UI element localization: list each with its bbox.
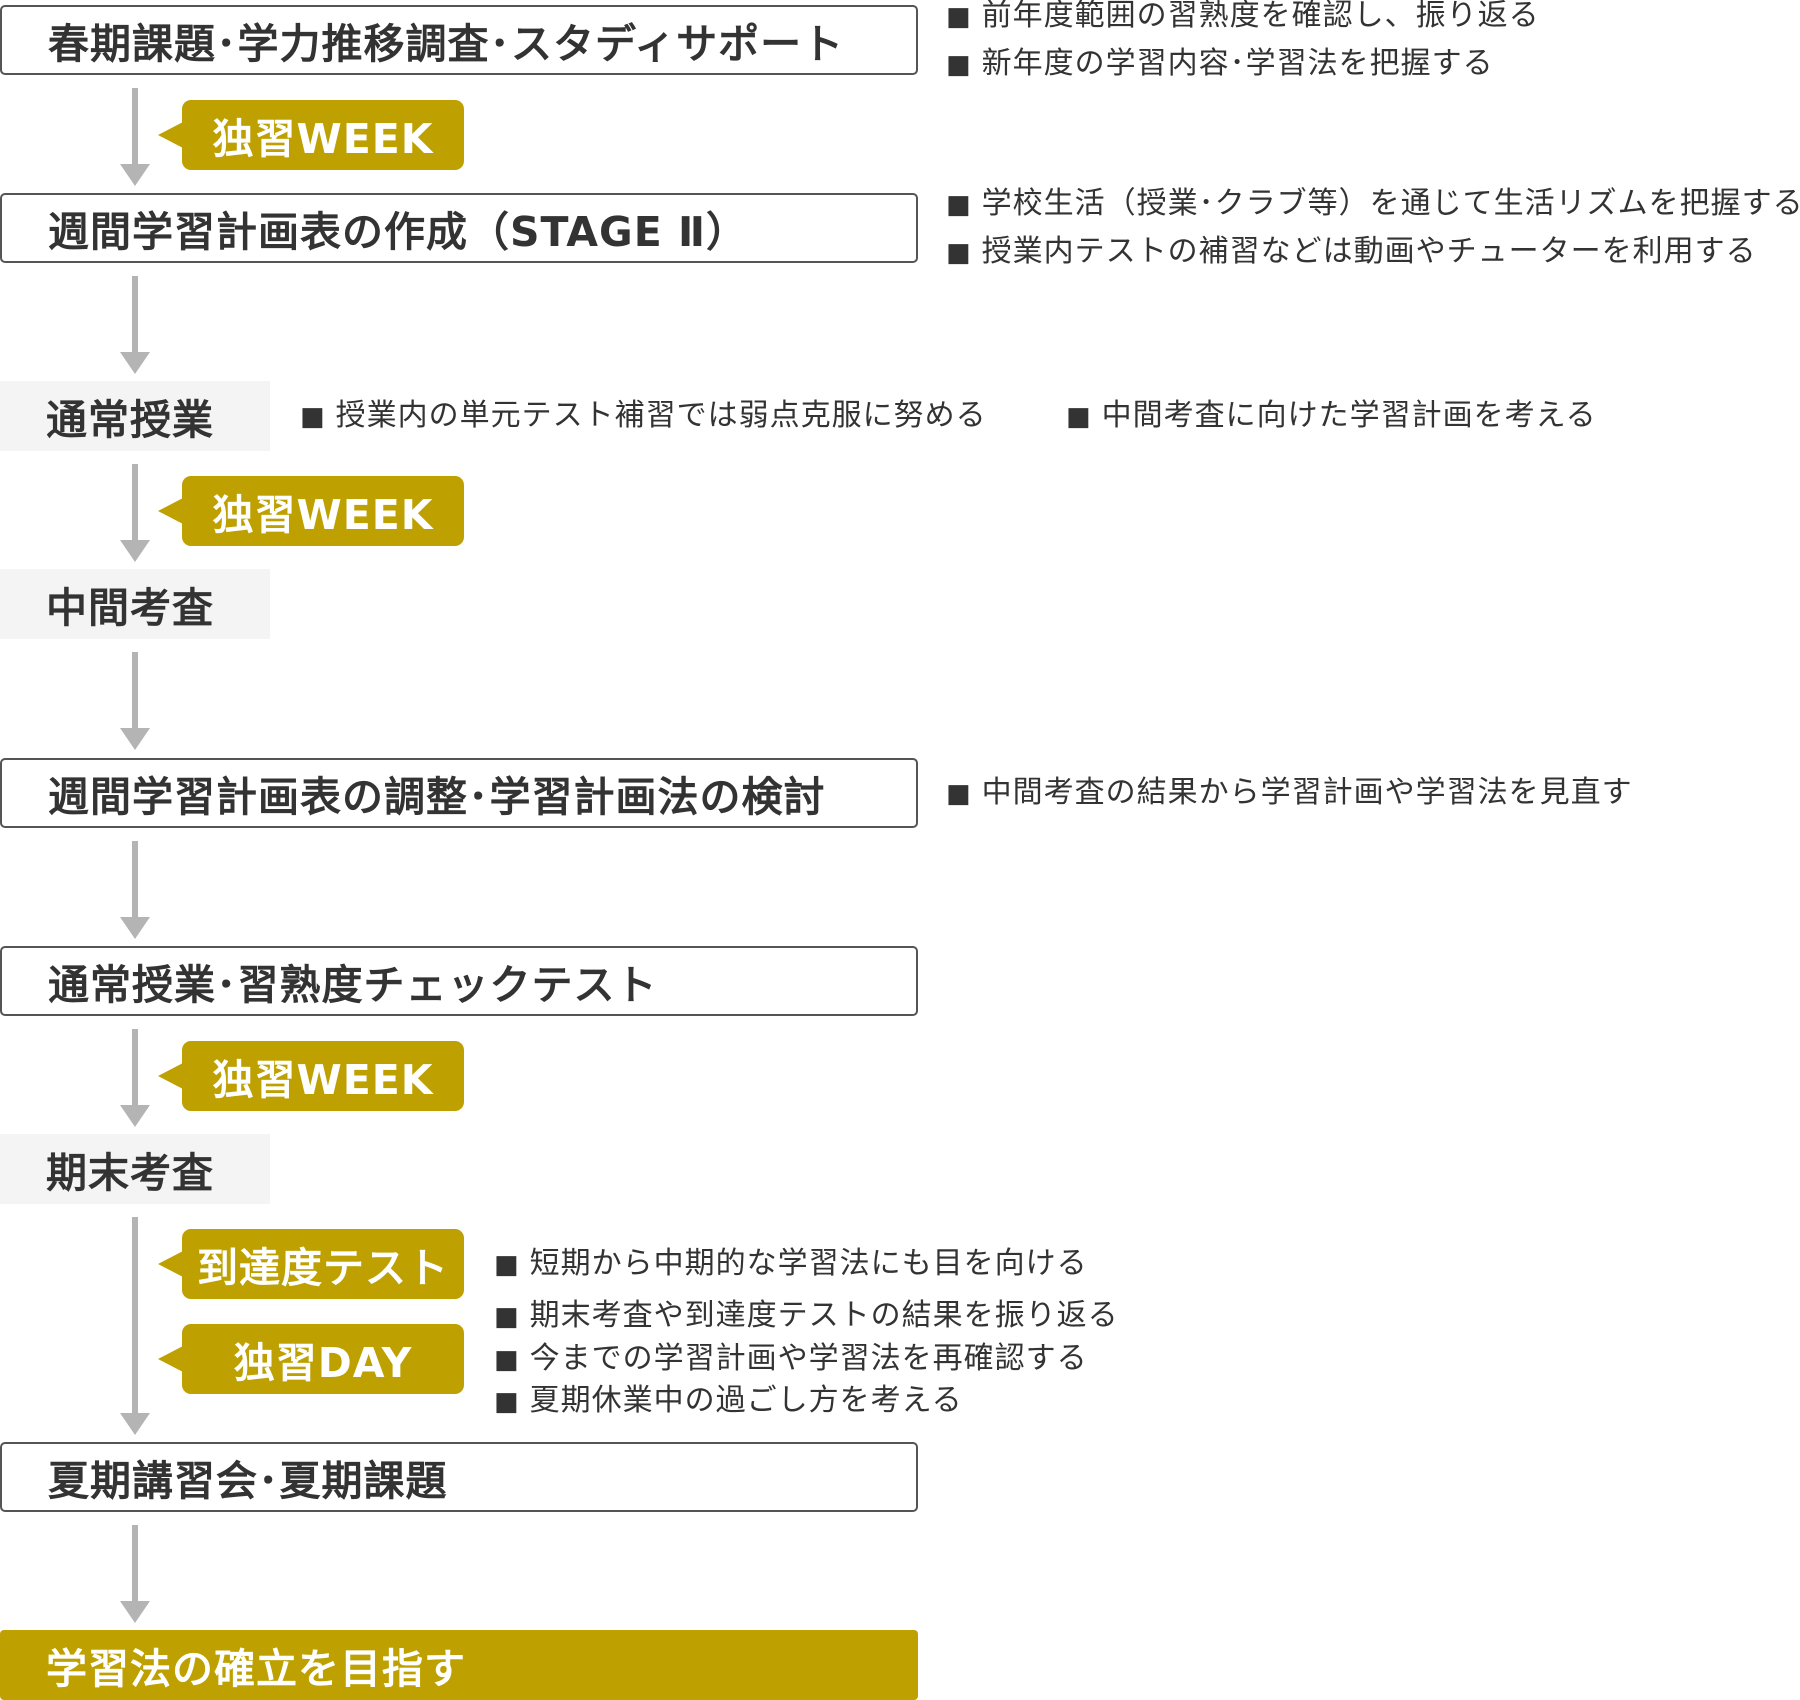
bullet-square: ■ — [946, 779, 972, 809]
bullet-square: ■ — [494, 1302, 520, 1332]
note-plan-1: ■ 学校生活（授業･クラブ等）を通じて生活リズムを把握する — [946, 181, 1800, 228]
bullet-square: ■ — [494, 1387, 520, 1417]
note-text: 授業内の単元テスト補習では弱点克服に努める — [335, 398, 987, 433]
step-midterm-exam: 中間考査 — [0, 569, 270, 639]
bullet-square: ■ — [946, 2, 972, 32]
arrow-down — [120, 88, 150, 186]
arrow-down — [120, 1525, 150, 1623]
step-regular-classes-check-test: 通常授業･習熟度チェックテスト — [0, 946, 918, 1016]
tag-self-study-week: 独習WEEK — [158, 1041, 464, 1111]
arrow-down — [120, 276, 150, 374]
note-text: 新年度の学習内容･学習法を把握する — [981, 46, 1494, 81]
step-summer-course: 夏期講習会･夏期課題 — [0, 1442, 918, 1512]
bullet-square: ■ — [494, 1250, 520, 1280]
note-text: 中間考査の結果から学習計画や学習法を見直す — [981, 775, 1633, 810]
step-plan-adjustment: 週間学習計画表の調整･学習計画法の検討 — [0, 758, 918, 828]
note-text: 授業内テストの補習などは動画やチューターを利用する — [981, 234, 1757, 269]
step-final-exam: 期末考査 — [0, 1134, 270, 1204]
note-regular-2: ■ 中間考査に向けた学習計画を考える — [1066, 393, 1597, 440]
note-text: 中間考査に向けた学習計画を考える — [1101, 398, 1597, 433]
tag-self-study-day: 独習DAY — [158, 1324, 464, 1394]
tag-self-study-week: 独習WEEK — [158, 476, 464, 546]
arrow-down — [120, 1217, 150, 1435]
note-spring-2: ■ 新年度の学習内容･学習法を把握する — [946, 41, 1494, 88]
bullet-square: ■ — [946, 190, 972, 220]
note-day-2: ■ 今までの学習計画や学習法を再確認する — [494, 1336, 1088, 1383]
note-spring-1: ■ 前年度範囲の習熟度を確認し、振り返る — [946, 0, 1540, 40]
note-regular-1: ■ 授業内の単元テスト補習では弱点克服に努める — [300, 393, 987, 440]
note-text: 今までの学習計画や学習法を再確認する — [529, 1341, 1088, 1376]
note-text: 短期から中期的な学習法にも目を向ける — [529, 1246, 1088, 1281]
note-day-3: ■ 夏期休業中の過ごし方を考える — [494, 1378, 963, 1425]
tag-achievement-test: 到達度テスト — [158, 1229, 464, 1299]
arrow-down — [120, 464, 150, 562]
note-text: 期末考査や到達度テストの結果を振り返る — [529, 1298, 1119, 1333]
step-spring-tasks: 春期課題･学力推移調査･スタディサポート — [0, 5, 918, 75]
note-adjust-1: ■ 中間考査の結果から学習計画や学習法を見直す — [946, 770, 1633, 817]
tag-self-study-week: 独習WEEK — [158, 100, 464, 170]
note-text: 夏期休業中の過ごし方を考える — [529, 1383, 963, 1418]
arrow-down — [120, 652, 150, 750]
bullet-square: ■ — [1066, 402, 1092, 432]
step-regular-classes: 通常授業 — [0, 381, 270, 451]
bullet-square: ■ — [946, 50, 972, 80]
bullet-square: ■ — [946, 238, 972, 268]
arrow-down — [120, 841, 150, 939]
step-goal: 学習法の確立を目指す — [0, 1630, 918, 1700]
note-plan-2: ■ 授業内テストの補習などは動画やチューターを利用する — [946, 229, 1757, 276]
bullet-square: ■ — [494, 1345, 520, 1375]
note-day-1: ■ 期末考査や到達度テストの結果を振り返る — [494, 1293, 1119, 1340]
bullet-square: ■ — [300, 402, 326, 432]
note-text: 前年度範囲の習熟度を確認し、振り返る — [981, 0, 1540, 33]
arrow-down — [120, 1029, 150, 1127]
step-weekly-plan: 週間学習計画表の作成（STAGE Ⅱ） — [0, 193, 918, 263]
note-test-1: ■ 短期から中期的な学習法にも目を向ける — [494, 1241, 1088, 1288]
note-text: 学校生活（授業･クラブ等）を通じて生活リズムを把握する — [981, 186, 1800, 221]
